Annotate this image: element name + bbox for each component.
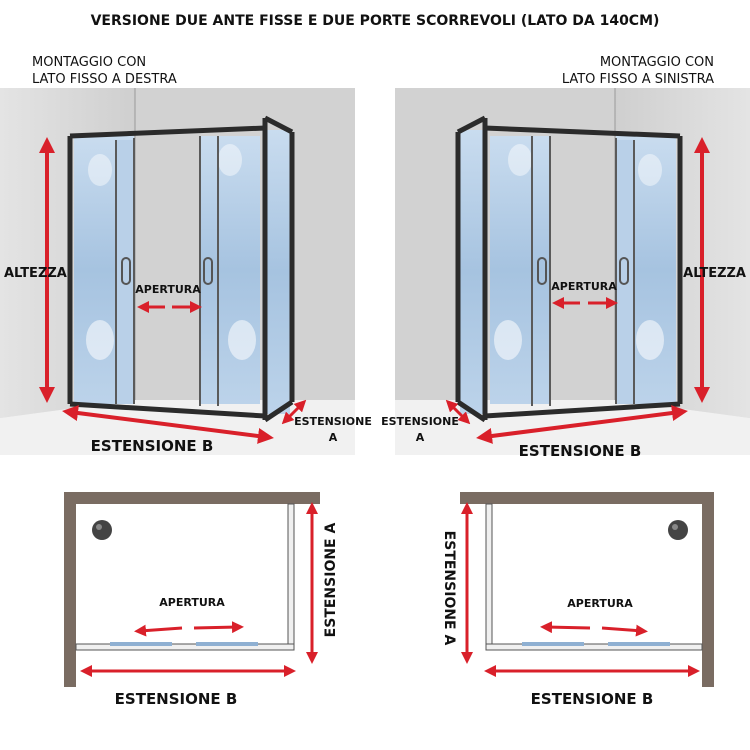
left-estensione-a-label-1: ESTENSIONE	[294, 415, 372, 428]
right-apertura-label: APERTURA	[551, 280, 617, 293]
left-estensione-a-arrow	[281, 399, 307, 425]
right-estensione-a-label-1: ESTENSIONE	[381, 415, 459, 428]
diagram-title: VERSIONE DUE ANTE FISSE E DUE PORTE SCOR…	[91, 13, 660, 29]
right-estensione-a-arrow	[445, 399, 471, 425]
right-caption-line2: LATO FISSO A SINISTRA	[562, 72, 714, 87]
plan-left-drain-icon	[92, 520, 112, 540]
plan-right-estensione-a-label: ESTENSIONE A	[441, 531, 457, 646]
right-altezza-label: ALTEZZA	[683, 266, 746, 281]
left-glass-door-1	[116, 140, 134, 404]
left-apertura-label: APERTURA	[135, 283, 201, 296]
left-altezza-label: ALTEZZA	[4, 266, 67, 281]
right-estensione-b-label: ESTENSIONE B	[519, 442, 642, 460]
plan-left-wall-top	[64, 492, 320, 504]
left-caption-line1: MONTAGGIO CON	[32, 55, 146, 70]
right-handle-1	[537, 257, 547, 285]
plan-right-wall-top	[460, 492, 714, 504]
plan-right-estensione-b-label: ESTENSIONE B	[531, 690, 654, 708]
plan-right-apertura-label: APERTURA	[567, 597, 633, 610]
left-estensione-b-label: ESTENSIONE B	[91, 437, 214, 455]
left-caption-line2: LATO FISSO A DESTRA	[32, 72, 177, 87]
right-estensione-a-label-2: A	[416, 431, 425, 444]
plan-left-estensione-a-label: ESTENSIONE A	[323, 523, 339, 638]
right-handle-2	[619, 257, 629, 285]
left-handle-2	[203, 257, 213, 285]
plan-right-drain-icon	[668, 520, 688, 540]
plan-left-wall-left	[64, 492, 76, 687]
plan-left-estensione-b-label: ESTENSIONE B	[115, 690, 238, 708]
perspective-left: MONTAGGIO CON LATO FISSO A DESTRA	[0, 55, 372, 455]
left-handle-1	[121, 257, 131, 285]
right-estensione-b-arrow	[476, 405, 688, 444]
plan-left: APERTURA ESTENSIONE A ESTENSIONE B	[64, 492, 339, 708]
right-caption-line1: MONTAGGIO CON	[600, 55, 714, 70]
left-glass-side	[266, 130, 290, 414]
plan-right: APERTURA ESTENSIONE A ESTENSIONE B	[441, 492, 714, 708]
left-glass-door-2	[200, 136, 260, 404]
plan-left-apertura-label: APERTURA	[159, 596, 225, 609]
right-glass-side	[460, 130, 484, 414]
left-estensione-b-arrow	[62, 405, 274, 444]
perspective-right: MONTAGGIO CON LATO FISSO A SINISTRA	[381, 55, 750, 460]
left-estensione-a-label-2: A	[329, 431, 338, 444]
right-glass-door-1	[490, 136, 550, 404]
plan-right-wall-right	[702, 492, 714, 687]
